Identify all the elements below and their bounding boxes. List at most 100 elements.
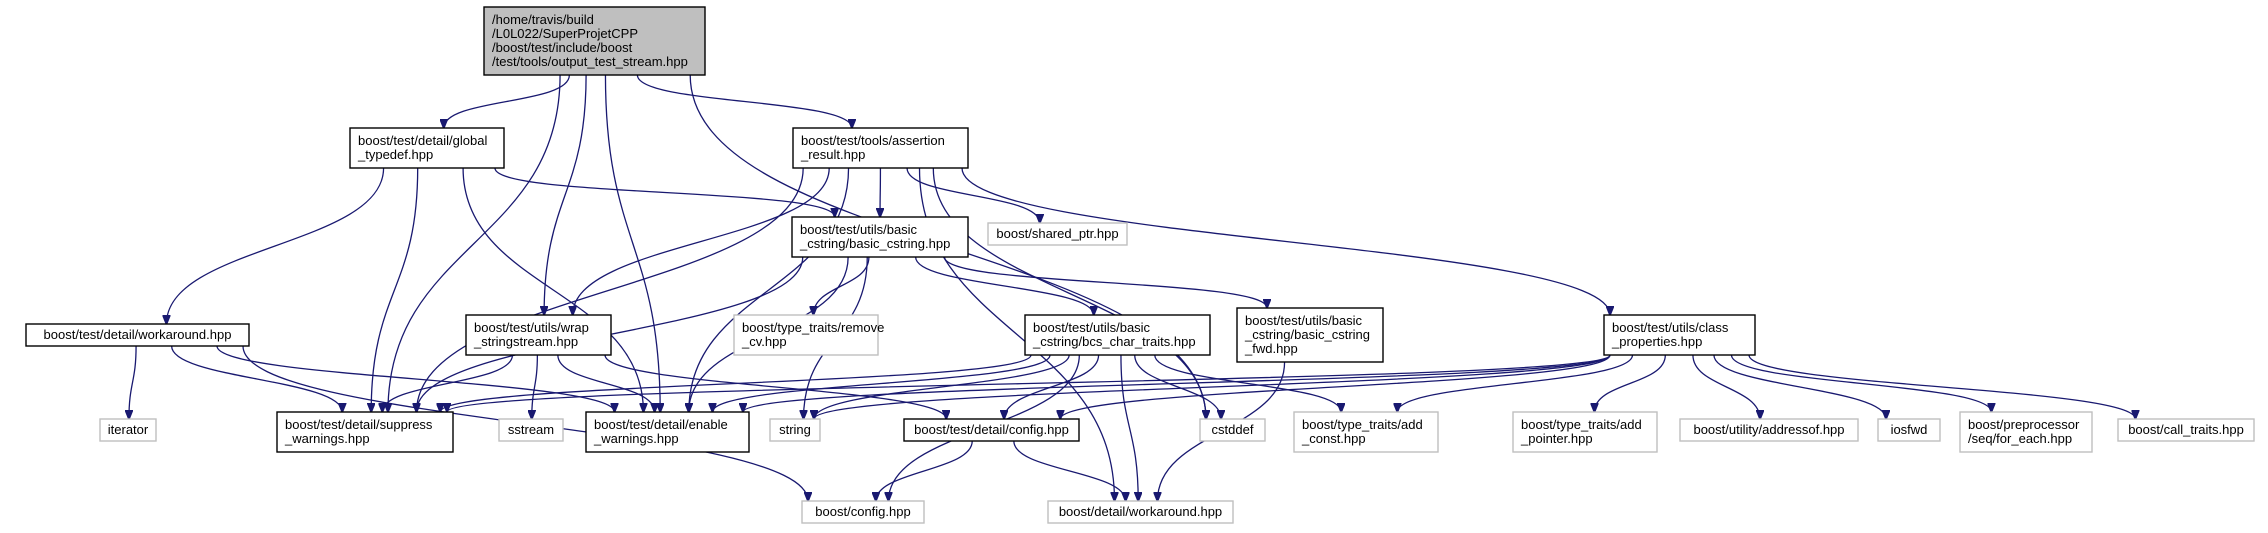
node-box [1603,314,1756,356]
node-label-line: _typedef.hpp [357,147,433,162]
node-label-line: _cstring/basic_cstring.hpp [799,236,950,251]
node-label-line: cstddef [1212,422,1254,437]
node-box [1512,411,1658,453]
edge-basic_cstring-to-bcs_char_traits [914,256,1094,315]
node-box [1047,500,1234,524]
node-output_test_stream[interactable]: /home/travis/build/L0L022/SuperProjetCPP… [483,6,706,76]
edge-output_test_stream-to-wrap_stringstream [544,74,587,315]
node-assertion_result[interactable]: boost/test/tools/assertion_result.hpp [792,127,969,169]
node-label-line: boost/test/tools/assertion [801,133,945,148]
edge-global_typedef-to-basic_cstring [494,167,835,217]
node-add_const: boost/type_traits/add_const.hpp [1293,411,1439,453]
node-box [585,411,750,453]
node-label-line: _stringstream.hpp [473,334,578,349]
node-label-line: _fwd.hpp [1244,341,1298,356]
node-label-line: /home/travis/build [492,12,594,27]
node-box [791,216,969,258]
node-label-line: boost/test/detail/workaround.hpp [44,327,232,342]
edge-wrap_stringstream-to-config_test [604,354,946,419]
node-cstddef: cstddef [1199,418,1266,442]
node-label-line: boost/utility/addressof.hpp [1693,422,1844,437]
node-basic_cstring_fwd[interactable]: boost/test/utils/basic_cstring/basic_cst… [1236,307,1384,363]
node-box [733,314,879,356]
node-label-line: boost/test/utils/class [1612,320,1729,335]
node-config: boost/config.hpp [801,500,925,524]
edge-bcs_char_traits-to-add_const [1154,354,1341,412]
edge-output_test_stream-to-suppress_warnings [388,74,561,412]
node-wrap_stringstream[interactable]: boost/test/utils/wrap_stringstream.hpp [465,314,612,356]
node-box [2117,418,2255,442]
edge-global_typedef-to-workaround_test [166,167,385,324]
node-label-line: boost/test/utils/basic [1245,313,1363,328]
edge-basic_cstring-to-remove_cv [813,256,870,315]
edge-class_properties-to-add_const [1397,354,1634,412]
node-label-line: /boost/test/include/boost [492,40,633,55]
edge-config_test-to-config [876,440,973,501]
node-box [1199,418,1266,442]
node-label-line: _result.hpp [800,147,865,162]
node-box [987,222,1128,246]
edge-config_test-to-workaround_detail [1013,440,1126,501]
edge-assertion_result-to-shared_ptr [906,167,1040,223]
edge-class_properties-to-suppress_warnings [447,354,1611,412]
node-box [769,418,821,442]
edges-layer [129,74,2135,501]
node-box [349,127,505,169]
node-label-line: _warnings.hpp [284,431,370,446]
node-label-line: boost/test/utils/basic [1033,320,1151,335]
edge-bcs_char_traits-to-enable_warnings [713,354,1051,412]
node-box [1293,411,1439,453]
node-label-line: /seq/for_each.hpp [1968,431,2072,446]
edge-assertion_result-to-enable_warnings [689,167,850,412]
edge-workaround_test-to-iterator [129,345,137,419]
edge-output_test_stream-to-enable_warnings [604,74,660,412]
edge-class_properties-to-enable_warnings [743,354,1611,412]
node-label-line: boost/type_traits/remove [742,320,884,335]
node-label-line: _warnings.hpp [593,431,679,446]
node-label-line: iterator [108,422,149,437]
edge-bcs_char_traits-to-string [814,354,1070,419]
node-enable_warnings[interactable]: boost/test/detail/enable_warnings.hpp [585,411,750,453]
node-label-line: boost/test/detail/enable [594,417,728,432]
edge-class_properties-to-addressof [1692,354,1760,419]
node-label-line: boost/preprocessor [1968,417,2080,432]
node-label-line: boost/test/detail/suppress [285,417,433,432]
node-label-line: _cv.hpp [741,334,787,349]
node-iosfwd: iosfwd [1877,418,1941,442]
node-label-line: boost/test/utils/basic [800,222,918,237]
edge-workaround_test-to-enable_warnings [216,345,615,412]
node-label-line: /L0L022/SuperProjetCPP [492,26,638,41]
edge-assertion_result-to-suppress_warnings [417,167,804,412]
edge-class_properties-to-add_pointer [1594,354,1666,412]
node-basic_cstring[interactable]: boost/test/utils/basic_cstring/basic_cst… [791,216,969,258]
node-label-line: boost/call_traits.hpp [2128,422,2244,437]
node-box [99,418,157,442]
node-config_test[interactable]: boost/test/detail/config.hpp [903,418,1080,442]
node-box [1679,418,1859,442]
node-global_typedef[interactable]: boost/test/detail/global_typedef.hpp [349,127,505,169]
node-bcs_char_traits[interactable]: boost/test/utils/basic_cstring/bcs_char_… [1024,314,1211,356]
node-shared_ptr: boost/shared_ptr.hpp [987,222,1128,246]
node-label-line: boost/test/detail/global [358,133,487,148]
edge-bcs_char_traits-to-cstddef [1134,354,1221,419]
node-call_traits: boost/call_traits.hpp [2117,418,2255,442]
node-sstream: sstream [498,418,564,442]
node-label-line: iosfwd [1891,422,1928,437]
node-class_properties[interactable]: boost/test/utils/class_properties.hpp [1603,314,1756,356]
edge-wrap_stringstream-to-sstream [532,354,539,419]
node-workaround_test[interactable]: boost/test/detail/workaround.hpp [25,323,250,347]
node-label-line: _pointer.hpp [1520,431,1593,446]
edge-wrap_stringstream-to-enable_warnings [557,354,655,412]
edge-class_properties-to-config_test [1060,354,1611,419]
node-label-line: boost/test/detail/config.hpp [914,422,1069,437]
node-label-line: _cstring/basic_cstring [1244,327,1370,342]
node-addressof: boost/utility/addressof.hpp [1679,418,1859,442]
node-box [1877,418,1941,442]
node-box [465,314,612,356]
edge-class_properties-to-for_each [1730,354,1991,412]
edge-class_properties-to-iosfwd [1713,354,1886,419]
node-box [903,418,1080,442]
edge-workaround_test-to-suppress_warnings [170,345,343,412]
node-suppress_warnings[interactable]: boost/test/detail/suppress_warnings.hpp [276,411,454,453]
